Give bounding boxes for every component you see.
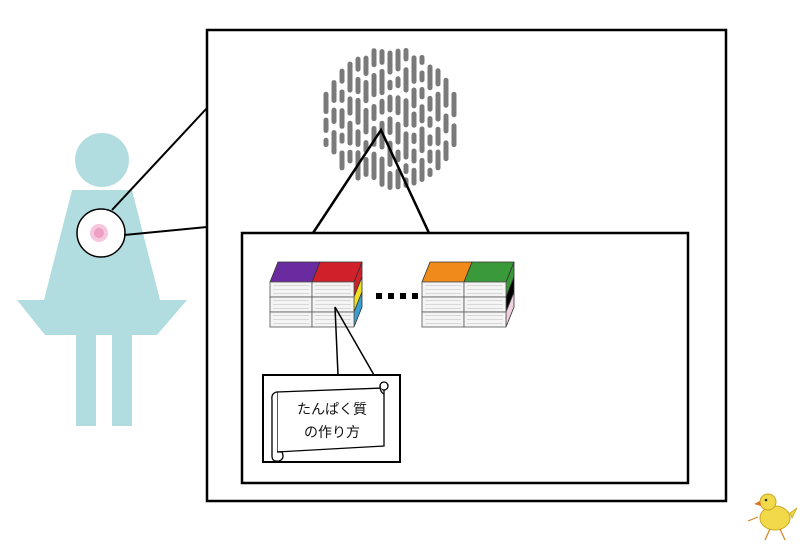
chromosome <box>403 163 409 175</box>
book-stack-right <box>421 261 515 328</box>
chromosome <box>435 126 441 147</box>
chromosome <box>419 86 425 100</box>
ellipsis-dots <box>376 293 418 299</box>
chromosome <box>411 111 417 128</box>
chromosome <box>411 87 417 109</box>
note-pointer-right <box>334 306 375 376</box>
chromosome <box>427 167 433 178</box>
chromosome <box>347 96 353 116</box>
chromosome <box>371 151 377 181</box>
chromosome <box>395 168 401 190</box>
chromosome <box>451 91 457 118</box>
book-stack-left <box>269 261 363 328</box>
scroll-icon <box>271 381 389 462</box>
zoom-triangle <box>311 127 431 234</box>
chromosome <box>451 123 457 148</box>
chromosome <box>339 150 345 171</box>
chromosome <box>355 56 361 72</box>
chromosome <box>403 48 409 62</box>
female-figure-icon <box>17 133 187 426</box>
chromosome <box>387 79 393 91</box>
chromosome <box>339 68 345 84</box>
note-pointer-left <box>334 306 339 376</box>
chromosome <box>339 89 345 103</box>
note-text-line-2: の作り方 <box>304 425 360 441</box>
chromosome <box>395 76 401 89</box>
zoom-line-top <box>111 107 208 211</box>
chromosome <box>443 140 449 162</box>
chromosome <box>403 67 409 93</box>
chromosome <box>427 95 433 112</box>
chromosome <box>435 149 441 171</box>
chromosome <box>379 120 385 150</box>
chromosome <box>355 97 361 125</box>
chromosome <box>427 116 433 128</box>
nucleus-box <box>205 28 728 503</box>
chromosome <box>419 54 425 65</box>
chromosome <box>339 132 345 144</box>
chromosome <box>331 107 337 124</box>
chromosome <box>419 70 425 83</box>
chromosome <box>363 55 369 77</box>
chromosome <box>395 149 401 163</box>
chick-icon <box>747 493 798 541</box>
chromosome <box>419 157 425 183</box>
chromosome <box>379 68 385 96</box>
chromosome <box>387 171 393 190</box>
chromosome <box>347 149 353 164</box>
chromosome <box>379 49 385 65</box>
zoom-line-bottom <box>123 226 208 236</box>
chromosome <box>379 156 385 187</box>
chromosome <box>323 117 329 133</box>
chromosome <box>379 98 385 115</box>
chromosome <box>363 157 369 177</box>
chromosome <box>355 76 361 95</box>
chromosome <box>411 132 417 145</box>
chromosome <box>347 61 353 93</box>
genome-box <box>240 231 690 485</box>
chromosome <box>419 126 425 154</box>
chromosome <box>435 91 441 122</box>
book-top <box>463 261 515 283</box>
chromosome <box>395 48 401 72</box>
book-top <box>311 261 363 283</box>
chromosome <box>355 129 361 147</box>
chromosome <box>371 104 377 122</box>
chromosome-cluster-icon <box>323 48 457 190</box>
chromosome <box>395 121 401 145</box>
chromosome <box>331 80 337 104</box>
chromosome <box>347 120 353 146</box>
chromosome <box>395 95 401 116</box>
chromosome <box>427 134 433 147</box>
chromosome <box>411 55 417 84</box>
note-text-line-1: たんぱく質 <box>297 402 367 418</box>
chromosome <box>443 77 449 108</box>
chromosome <box>427 64 433 91</box>
chromosome <box>323 137 329 148</box>
chromosome <box>403 98 409 128</box>
book-top <box>421 261 473 283</box>
chromosome <box>339 108 345 129</box>
chromosome <box>323 91 329 115</box>
chromosome <box>387 116 393 135</box>
chromosome <box>403 131 409 160</box>
chromosome <box>363 107 369 135</box>
chromosome <box>331 130 337 155</box>
chromosome <box>387 94 393 113</box>
chromosome <box>371 72 377 98</box>
chromosome <box>411 167 417 186</box>
cell-highlight <box>76 208 126 258</box>
chromosome <box>363 79 369 104</box>
chromosome <box>411 148 417 164</box>
chromosome <box>387 50 393 75</box>
chromosome <box>435 68 441 87</box>
chromosome <box>371 48 377 68</box>
chromosome <box>443 113 449 134</box>
book-top <box>269 261 321 283</box>
chromosome <box>427 149 433 164</box>
chromosome <box>419 104 425 124</box>
